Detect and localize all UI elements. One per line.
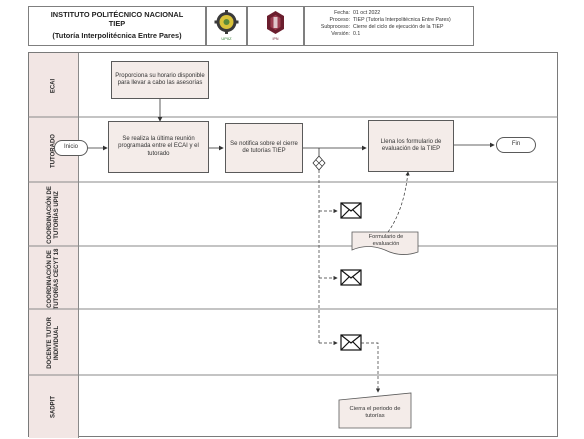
lane-coord-cecyt: COORDINACIÓN DE TUTORÍAS CECYT 18 [29,247,79,310]
program-full-name: (Tutoría Interpolitécnica Entre Pares) [52,31,182,40]
program-acronym: TIEP [108,19,126,28]
lane-docente: DOCENTE TUTOR INDIVIDUAL [29,310,79,376]
task-notify-close: Se notifica sobre el cierre de tutorías … [225,123,303,173]
ipn-logo-icon: IPN [267,11,284,41]
lane-ecai: ECAI [29,53,79,118]
close-period-label: Cierra el periodo de tutorías [349,406,401,419]
lane-coord-upiiz: COORDINACIÓN DE TUTORÍAS UPIIZ [29,183,79,247]
task-last-meeting: Se realiza la última reunión programada … [108,121,209,173]
start-event: Inicio [54,140,88,156]
ipn-logo-label: IPN [273,37,279,41]
header-logo-left-cell: UPIIZ [206,6,247,46]
upiiz-logo-label: UPIIZ [221,36,232,41]
header-title-cell: INSTITUTO POLITÉCNICO NACIONAL TIEP (Tut… [28,6,206,46]
lane-sadpit: SADPIT [29,376,79,438]
header-logo-right-cell: IPN [247,6,304,46]
task-ecai-schedule: Proporciona su horario disponible para l… [111,61,209,99]
upiiz-logo-icon: UPIIZ [214,10,239,41]
meta-version: Versión:0.1 [331,31,361,37]
meta-fecha: Fecha:01 oct 2022 [334,10,381,16]
header-meta-cell: Fecha:01 oct 2022 Proceso:TIEP (Tutoría … [304,6,474,46]
end-event: Fin [496,137,536,153]
meta-proceso: Proceso:TIEP (Tutoría Interpolitécnica E… [329,17,451,23]
swimlane-frame: ECAI TUTORADO COORDINACIÓN DE TUTORÍAS U… [28,52,558,438]
form-document-label: Formulario de evaluación [368,234,404,247]
meta-subproceso: Subproceso:Cierre del ciclo de ejecución… [320,24,444,30]
task-fill-form: Llena los formulario de evaluación de la… [368,120,454,172]
institution-name: INSTITUTO POLITÉCNICO NACIONAL [50,10,184,19]
